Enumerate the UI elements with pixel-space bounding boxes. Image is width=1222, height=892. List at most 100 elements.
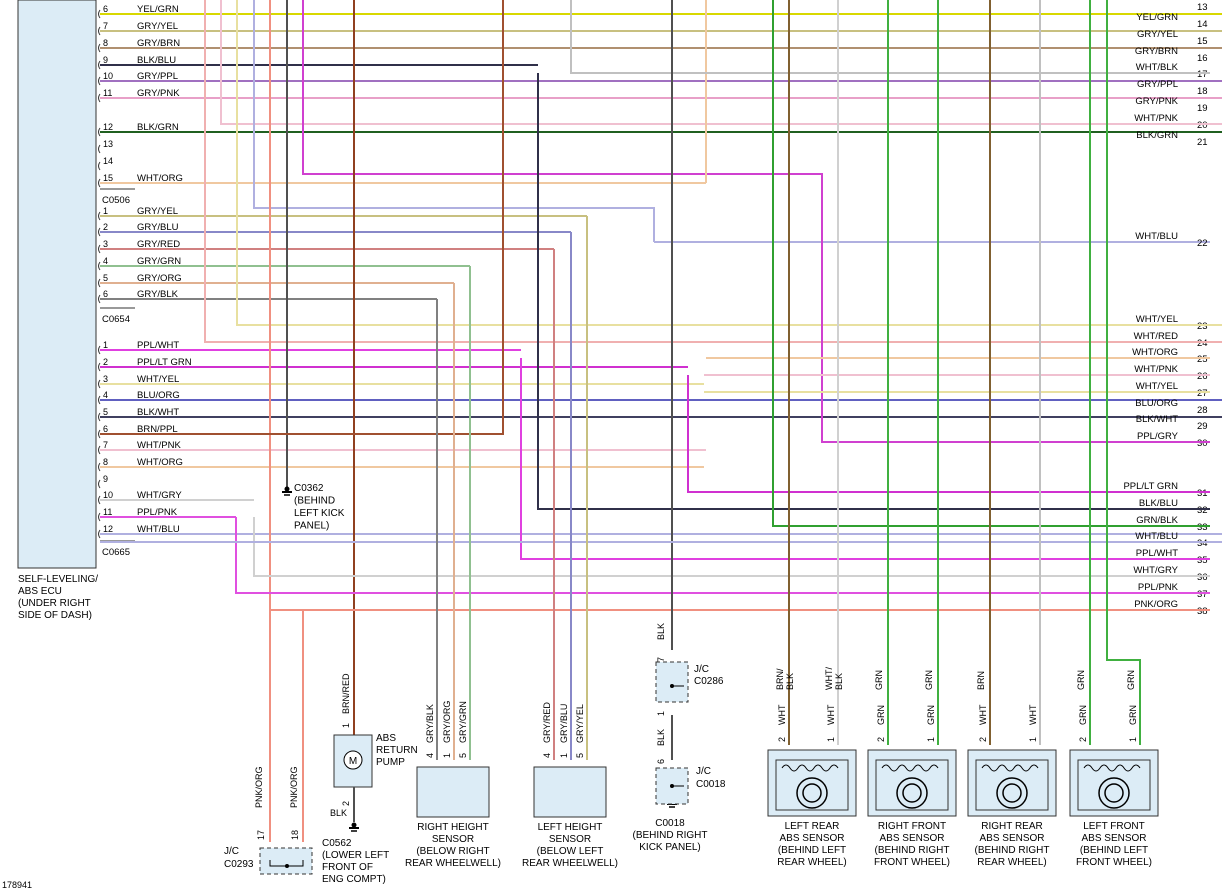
abs-sensor-coil [881,764,939,772]
right-pin-color-label: PNK/ORG [1134,599,1178,610]
jc-c0293-pin: 17 [256,830,266,840]
jc-c0293-node [285,864,289,868]
abs-sensor-pin: 1 [1028,737,1038,742]
right-pin-number: 27 [1197,388,1208,399]
abs-sensor-box [867,749,957,817]
ecu-pin-color-label: BRN/PPL [137,424,178,435]
ecu-pin-number: 7 [103,440,108,450]
ecu-pin-number: 6 [103,4,108,14]
right-pin-number: 22 [1197,238,1208,249]
pump-motor-symbol [343,750,363,770]
abs-sensor-upper-wire-label: BRN [976,671,986,690]
pin-tick [98,227,101,237]
right-pin-number: 31 [1197,488,1208,499]
jc-c0293-label: C0293 [224,859,254,870]
right-pin-number: 26 [1197,371,1208,382]
abs-sensor-wire-label: WHT [978,704,988,725]
right-height_sensor-label: SENSOR [432,834,474,845]
pin-tick [98,93,101,103]
pin-tick [98,512,101,522]
right-pin-number: 34 [1197,538,1208,549]
right-pin-number: 32 [1197,505,1208,516]
jc-c0293-box [259,847,313,875]
right-pin-number: 33 [1197,522,1208,533]
ground-c0018-label: (BEHIND RIGHT [633,830,708,841]
ecu-pin-number: 8 [103,38,108,48]
abs-sensor-wire-label: GRN [1128,705,1138,725]
ecu-pin-color-label: BLK/WHT [137,407,179,418]
jc-c0286-label: C0286 [694,676,724,687]
abs-sensor-label: FRONT WHEEL) [874,857,950,868]
ecu-label-line: (UNDER RIGHT [18,598,91,609]
sensor-pin-number: 1 [559,753,569,758]
abs-sensor-label: REAR WHEEL) [977,857,1046,868]
right-pin-color-label: WHT/PNK [1134,113,1178,124]
right-pin-color-label: YEL/GRN [1136,12,1178,23]
right-pin-number: 20 [1197,120,1208,131]
abs-sensor-coil [1083,764,1141,772]
right-pin-number: 29 [1197,421,1208,432]
right-pin-color-label: WHT/ORG [1132,347,1178,358]
ecu-pin-number: 6 [103,289,108,299]
right-pin-number: 15 [1197,36,1208,47]
ground-c0362-symbol [284,486,290,492]
ecu-connector-label: C0665 [102,547,130,558]
abs-sensor-hub [802,783,822,803]
abs-sensor-label: ABS SENSOR [779,833,844,844]
ecu-pin-number: 5 [103,407,108,417]
ecu-pin-number: 6 [103,424,108,434]
abs-sensor-box [1069,749,1159,817]
sensor-wire-label: GRY/ORG [442,701,452,743]
ecu-pin-color-label: GRY/GRN [137,256,181,267]
pin-tick [98,43,101,53]
abs-sensor-upper-wire-label: BRN/BLK [775,668,795,690]
abs-sensor-upper-wire-label: GRN [1076,670,1086,690]
right-pin-number: 36 [1197,572,1208,583]
ecu-pin-number: 3 [103,374,108,384]
abs-sensor-label: LEFT REAR [785,821,840,832]
right-pin-color-label: GRY/PNK [1135,96,1178,107]
pin-tick [98,26,101,36]
abs-sensor-label: (BEHIND RIGHT [975,845,1050,856]
abs-sensor-label: ABS SENSOR [1081,833,1146,844]
ecu-pin-number: 10 [103,71,113,81]
sensor-wire-label: GRY/RED [542,702,552,743]
ecu-pin-color-label: PPL/LT GRN [137,357,192,368]
ecu-pin-color-label: PPL/PNK [137,507,178,518]
jc-c0293-pin: 18 [290,830,300,840]
ecu-pin-color-label: WHT/ORG [137,173,183,184]
vertical-wire [302,0,1210,443]
ecu-pin-color-label: YEL/GRN [137,4,179,15]
right-pin-number: 18 [1197,86,1208,97]
ecu-pin-color-label: GRY/ORG [137,273,182,284]
ecu-pin-color-label: GRY/RED [137,239,180,250]
right-pin-color-label: WHT/YEL [1136,314,1178,325]
abs-sensor-inner [975,759,1049,811]
pin-tick [98,261,101,271]
right-pin-color-label: BLK/GRN [1136,130,1178,141]
right-height_sensor-box [416,766,490,818]
jc-c0018-label: J/C [696,766,711,777]
abs-sensor-upper-wire-label: WHT/BLK [824,667,844,690]
right-pin-color-label: PPL/GRY [1137,431,1179,442]
abs-sensor-inner [775,759,849,811]
ground-c0018-label: C0018 [655,818,685,829]
right-pin-number: 38 [1197,606,1208,617]
ecu-pin-color-label: WHT/GRY [137,490,182,501]
sensor-pin-number: 1 [442,753,452,758]
right-pin-color-label: WHT/PNK [1134,364,1178,375]
pump-label: RETURN [376,745,418,756]
abs-sensor-inner [875,759,949,811]
abs-sensor-box [767,749,857,817]
jc-c0293-wire-label: PNK/ORG [289,766,299,808]
abs-sensor-wire-label: GRN [926,705,936,725]
abs-sensor-ring [1098,777,1130,809]
ground-c0562-symbol [351,822,357,828]
ground-c0362-label: (BEHIND [294,496,335,507]
right-pin-number: 13 [1197,2,1208,13]
right-pin-number: 30 [1197,438,1208,449]
ecu-pin-number: 9 [103,55,108,65]
right-pin-color-label: PPL/WHT [1136,548,1178,559]
